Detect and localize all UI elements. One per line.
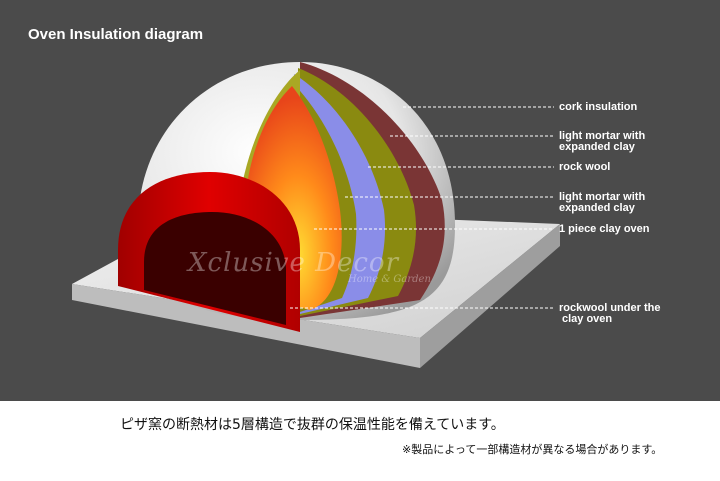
- label-under-line-2: clay oven: [562, 313, 613, 325]
- arch-opening: [144, 212, 286, 325]
- watermark-logo: Xclusive Decor: [188, 248, 400, 278]
- label-mortar2-line-1: light mortar with: [559, 191, 646, 203]
- label-cork-insulation: cork insulation: [559, 102, 637, 113]
- label-light-mortar-outer: light mortar with expanded clay: [559, 131, 645, 153]
- caption-note: ※製品によって一部構造材が異なる場合があります。: [402, 443, 663, 456]
- label-mortar1-line-1: light mortar with: [559, 130, 646, 142]
- label-cork-line-1: cork insulation: [559, 101, 638, 113]
- diagram-title: Oven Insulation diagram: [28, 26, 204, 43]
- watermark-subtitle: Home & Garden: [348, 274, 431, 285]
- caption-main: ピザ窯の断熱材は5層構造で抜群の保温性能を備えています。: [120, 417, 505, 433]
- base-slab-side: [420, 224, 560, 368]
- label-clay-oven: 1 piece clay oven: [559, 224, 650, 235]
- oven-diagram: [72, 62, 560, 368]
- label-rock-wool: rock wool: [559, 162, 610, 173]
- diagram-stage: Oven Insulation diagram cork insulation …: [0, 0, 720, 401]
- label-mortar1-line-2: expanded clay: [559, 141, 635, 153]
- label-under-line-1: rockwool under the: [559, 302, 661, 314]
- base-slab-front: [72, 284, 420, 368]
- label-light-mortar-inner: light mortar with expanded clay: [559, 192, 645, 214]
- label-rockwool-under: rockwool under the clay oven: [559, 303, 660, 325]
- label-clay-line-1: 1 piece clay oven: [559, 223, 650, 235]
- label-mortar2-line-2: expanded clay: [559, 202, 635, 214]
- label-rockwool-line-1: rock wool: [559, 161, 611, 173]
